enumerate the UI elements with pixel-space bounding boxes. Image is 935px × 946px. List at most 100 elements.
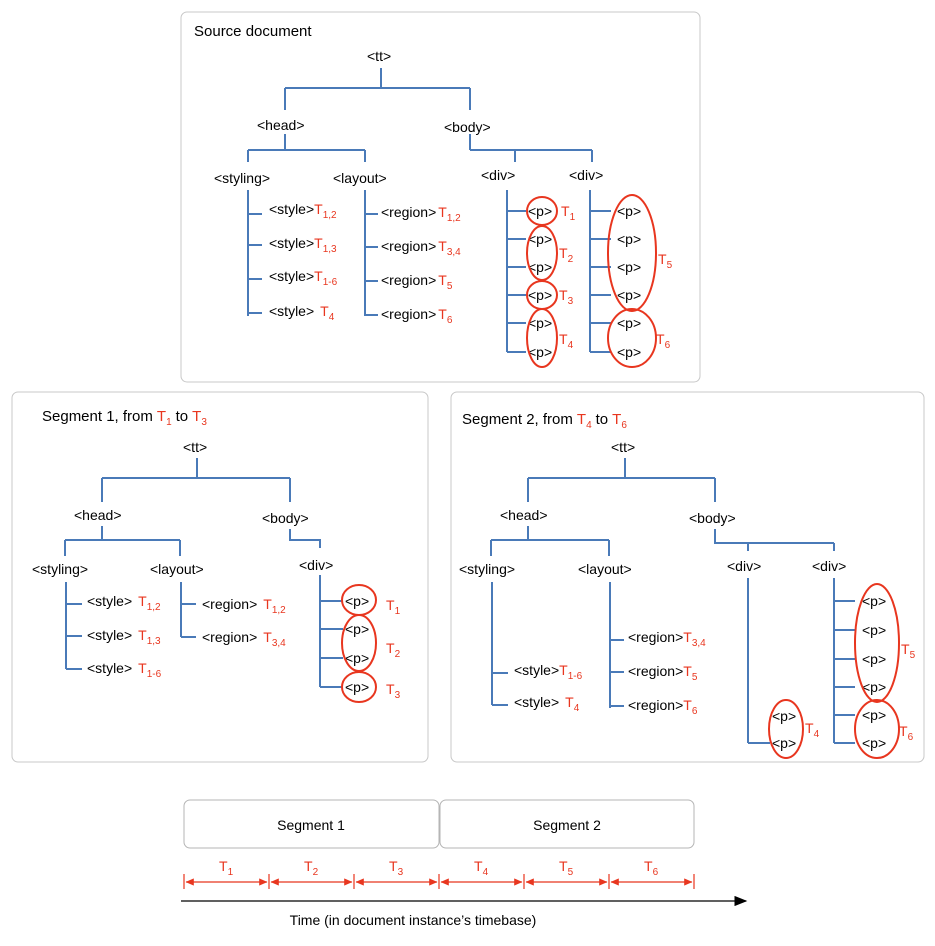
- segment-1-style-node: <style>T1,3: [87, 627, 161, 647]
- timeline-segment-1-box: [183, 799, 440, 849]
- segment-1-styling-node: <styling>: [32, 561, 88, 577]
- segment-2-style-node: <style>T1-6: [514, 662, 583, 682]
- timeline-interval-arrows: [183, 874, 695, 889]
- source-p-node: <p>: [528, 287, 552, 303]
- source-p-node: <p>: [528, 344, 552, 360]
- segment-1-p-node: <p>: [345, 650, 369, 666]
- segment-2-p-node: <p>: [772, 735, 796, 751]
- segment-2-div-node-2: <div>: [812, 558, 846, 574]
- segment-1-label-t2: T2: [386, 640, 401, 660]
- segment-2-label-t4: T4: [805, 720, 820, 740]
- source-region-node: <region>T5: [381, 272, 453, 292]
- segment-2-div-node-1: <div>: [727, 558, 761, 574]
- timeline: Segment 1 Segment 2 T1 T2 T3 T4 T5 T6 Ti…: [181, 799, 748, 928]
- source-style-node: <style>T4: [269, 303, 335, 323]
- source-style-node: <style>T1-6: [269, 268, 338, 288]
- source-p-node: <p>: [528, 231, 552, 247]
- segment-2-styling-node: <styling>: [459, 561, 515, 577]
- source-p-node: <p>: [528, 315, 552, 331]
- segment-2-region-node: <region>T6: [628, 697, 698, 717]
- segment-1-label-t1: T1: [386, 597, 401, 617]
- segment-2-group-ellipse-t5: [854, 583, 900, 703]
- segment-2-p-node: <p>: [862, 651, 886, 667]
- segment-2-region-node: <region>T5: [628, 663, 698, 683]
- source-label-t5: T5: [658, 251, 673, 271]
- source-div-node-1: <div>: [481, 167, 515, 183]
- source-layout-node: <layout>: [333, 170, 387, 186]
- source-body-node: <body>: [444, 119, 491, 135]
- source-document-panel: Source document <tt> <head> <body> <styl…: [180, 11, 701, 383]
- segment-1-label-t3: T3: [386, 681, 401, 701]
- source-p-node: <p>: [617, 231, 641, 247]
- segment-1-region-node: <region>T3,4: [202, 629, 286, 649]
- segment-2-p-node: <p>: [862, 593, 886, 609]
- timeline-interval-t1: T1: [219, 858, 234, 878]
- segment-1-style-node: <style>T1-6: [87, 660, 162, 680]
- timeline-interval-t5: T5: [559, 858, 574, 878]
- source-style-node: <style>T1,3: [269, 235, 337, 255]
- segment-1-p-node: <p>: [345, 593, 369, 609]
- timeline-interval-t2: T2: [304, 858, 319, 878]
- source-document-title: Source document: [194, 23, 312, 40]
- segment-1-style-node: <style>T1,2: [87, 593, 161, 613]
- source-label-t1: T1: [561, 203, 576, 223]
- segment-2-label-t6: T6: [899, 723, 914, 743]
- segment-1-p-node: <p>: [345, 621, 369, 637]
- timeline-interval-t6: T6: [644, 858, 659, 878]
- segment-2-tt-node: <tt>: [611, 439, 635, 455]
- segment-1-head-node: <head>: [74, 507, 122, 523]
- source-p-node: <p>: [617, 287, 641, 303]
- timeline-segment-2-label: Segment 2: [533, 817, 601, 833]
- source-p-node: <p>: [617, 344, 641, 360]
- source-group-ellipse-t4: [526, 308, 558, 368]
- segment-2-head-node: <head>: [500, 507, 548, 523]
- source-head-node: <head>: [257, 117, 305, 133]
- source-style-node: <style>T1,2: [269, 201, 337, 221]
- segment-2-group-ellipse-t4: [768, 699, 804, 759]
- source-p-node: <p>: [617, 259, 641, 275]
- segment-2-layout-node: <layout>: [578, 561, 632, 577]
- segment-2-tree-lines: [490, 458, 855, 744]
- segment-2-p-node: <p>: [862, 707, 886, 723]
- segment-1-div-node: <div>: [299, 557, 333, 573]
- segment-1-tree-lines: [64, 458, 343, 688]
- source-tree-lines: [247, 68, 611, 353]
- source-label-t4: T4: [559, 331, 574, 351]
- timeline-segment-1-label: Segment 1: [277, 817, 345, 833]
- segment-2-p-node: <p>: [772, 708, 796, 724]
- timeline-interval-t4: T4: [474, 858, 489, 878]
- source-group-ellipse-t5: [607, 194, 657, 312]
- source-region-node: <region>T6: [381, 306, 453, 326]
- time-axis-label: Time (in document instance’s timebase): [290, 912, 537, 928]
- segment-1-group-ellipse-t3: [341, 671, 377, 703]
- source-p-node: <p>: [617, 315, 641, 331]
- segment-2-style-node: <style>T4: [514, 694, 580, 714]
- segment-2-body-node: <body>: [689, 510, 736, 526]
- segment-1-body-node: <body>: [262, 510, 309, 526]
- timeline-segment-2-box: [439, 799, 695, 849]
- segment-2-group-ellipse-t6: [854, 699, 900, 759]
- source-p-node: <p>: [528, 259, 552, 275]
- segment-2-region-node: <region>T3,4: [628, 629, 706, 649]
- segment-1-p-node: <p>: [345, 679, 369, 695]
- segment-2-label-t5: T5: [901, 641, 916, 661]
- source-styling-node: <styling>: [214, 170, 270, 186]
- source-tt-node: <tt>: [367, 48, 391, 64]
- source-p-node: <p>: [617, 203, 641, 219]
- source-label-t2: T2: [559, 245, 574, 265]
- segment-2-p-node: <p>: [862, 622, 886, 638]
- timeline-interval-t3: T3: [389, 858, 404, 878]
- segment-1-tt-node: <tt>: [183, 439, 207, 455]
- source-region-node: <region>T3,4: [381, 238, 461, 258]
- source-region-node: <region>T1,2: [381, 204, 461, 224]
- source-label-t6: T6: [656, 331, 671, 351]
- source-label-t3: T3: [559, 287, 574, 307]
- segment-2-p-node: <p>: [862, 679, 886, 695]
- source-p-node: <p>: [528, 203, 552, 219]
- segment-1-layout-node: <layout>: [150, 561, 204, 577]
